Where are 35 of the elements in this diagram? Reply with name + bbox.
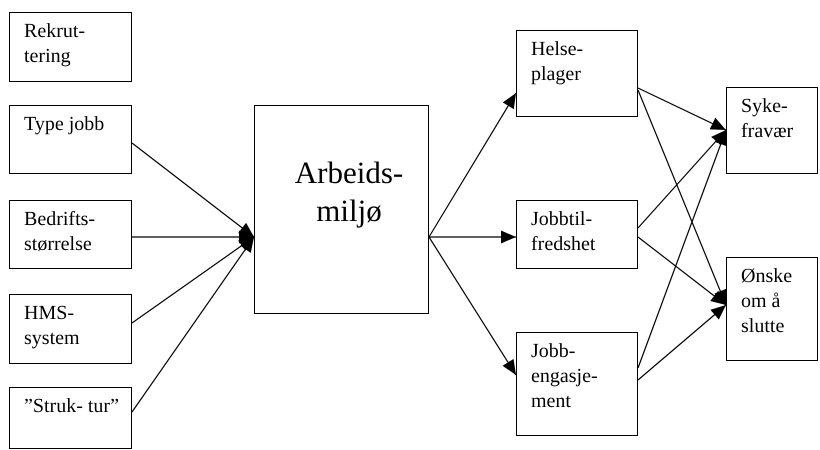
- box-label: Bedrifts- størrelse: [24, 207, 96, 257]
- process-box: [9, 12, 132, 82]
- arrow: [132, 236, 254, 324]
- arrow: [132, 236, 254, 412]
- box-label: Type jobb: [24, 112, 106, 137]
- process-box: [9, 200, 132, 269]
- box-label: Jobb- engasje- ment: [531, 339, 599, 414]
- process-box: [9, 387, 132, 449]
- process-box: [726, 87, 818, 174]
- process-box: [516, 30, 638, 117]
- box-label: ”Struk- tur”: [24, 394, 120, 419]
- process-box: [516, 200, 638, 269]
- box-label: Rekrut- tering: [24, 19, 86, 69]
- arrow: [638, 130, 726, 228]
- arrow: [637, 130, 727, 368]
- arrow: [428, 92, 517, 238]
- process-box: [9, 294, 132, 364]
- arrow: [637, 90, 727, 306]
- arrow: [638, 304, 726, 380]
- arrow: [428, 236, 516, 376]
- process-box: [726, 257, 818, 361]
- box-label: Helse- plager: [531, 37, 584, 87]
- box-label: Jobbtil- fredshet: [531, 207, 596, 257]
- box-label: Ønske om å slutte: [741, 264, 794, 339]
- arrow: [132, 230, 254, 244]
- arrow: [132, 142, 254, 238]
- arrow: [429, 230, 516, 244]
- box-label: Arbeids- miljø: [294, 154, 404, 230]
- arrow: [638, 87, 726, 131]
- process-box: [254, 105, 429, 314]
- process-box: [9, 105, 132, 174]
- arrow: [638, 236, 726, 306]
- process-box: [516, 332, 638, 436]
- box-label: Syke- fravær: [741, 94, 794, 144]
- box-label: HMS- system: [24, 301, 81, 351]
